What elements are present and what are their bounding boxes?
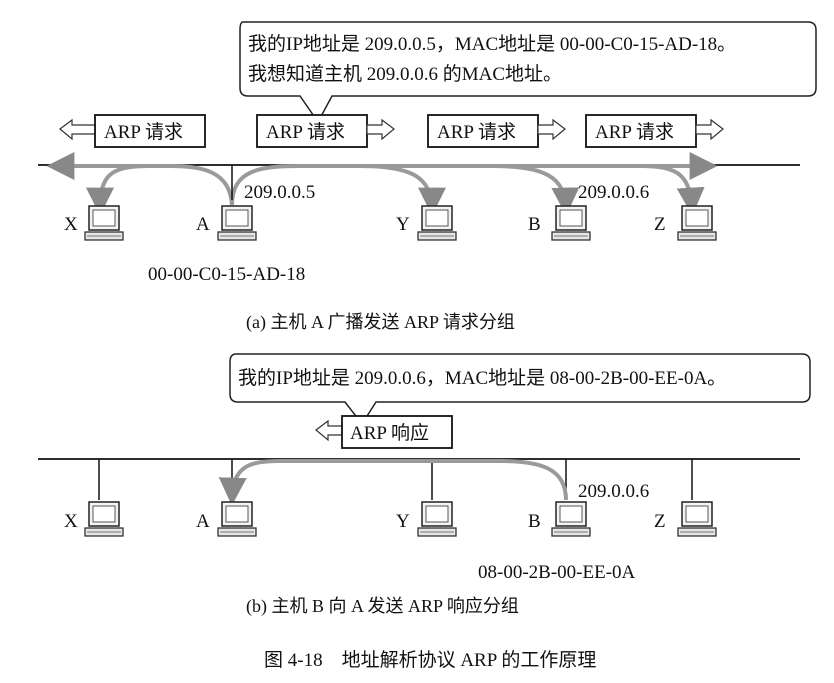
host-label-a-b: A (196, 511, 210, 532)
figure-caption: 图 4-18 地址解析协议 ARP 的工作原理 (264, 649, 596, 671)
request-bubble-line1: 我的IP地址是 209.0.0.5，MAC地址是 00-00-C0-15-AD-… (248, 33, 736, 55)
host-z-b (677, 501, 717, 537)
arp-request-label-2: ARP 请求 (266, 121, 345, 143)
host-label-z-b: Z (654, 511, 666, 532)
reply-bubble-line: 我的IP地址是 209.0.0.6，MAC地址是 08-00-2B-00-EE-… (238, 367, 726, 389)
host-label-a: A (196, 214, 210, 235)
arp-request-box-2: ARP 请求 (256, 114, 395, 148)
host-a-a (217, 205, 257, 241)
host-label-x-b: X (64, 511, 78, 532)
panel-b: 我的IP地址是 209.0.0.6，MAC地址是 08-00-2B-00-EE-… (38, 353, 811, 617)
host-label-x: X (64, 214, 78, 235)
mac-label-a: 00-00-C0-15-AD-18 (148, 264, 305, 285)
host-y-a (417, 205, 457, 241)
request-bubble-line2: 我想知道主机 209.0.0.6 的MAC地址。 (248, 63, 562, 85)
host-b-a (551, 205, 591, 241)
host-label-y: Y (396, 214, 410, 235)
arp-reply-box: ARP 响应 (315, 415, 453, 449)
caption-a: (a) 主机 A 广播发送 ARP 请求分组 (246, 312, 515, 333)
broadcast-arrows (46, 152, 718, 216)
reply-arrow (218, 459, 568, 506)
host-z-a (677, 205, 717, 241)
caption-b: (b) 主机 B 向 A 发送 ARP 响应分组 (246, 596, 519, 617)
panel-a: 我的IP地址是 209.0.0.5，MAC地址是 00-00-C0-15-AD-… (38, 21, 817, 333)
request-speech-bubble (239, 21, 817, 124)
host-a-b (217, 501, 257, 537)
arp-request-label-3: ARP 请求 (437, 121, 516, 143)
host-label-z: Z (654, 214, 666, 235)
arp-request-box-1: ARP 请求 (59, 114, 206, 148)
host-label-b-b: B (528, 511, 541, 532)
arp-request-box-3: ARP 请求 (427, 114, 566, 148)
arp-request-label-1: ARP 请求 (104, 121, 183, 143)
host-b-b (551, 501, 591, 537)
host-label-b: B (528, 214, 541, 235)
mac-label-b: 08-00-2B-00-EE-0A (478, 562, 636, 583)
reply-speech-bubble (229, 353, 811, 426)
arp-request-box-4: ARP 请求 (585, 114, 724, 148)
ip-label-a: 209.0.0.5 (244, 182, 315, 203)
host-x-a (84, 205, 124, 241)
host-label-y-b: Y (396, 511, 410, 532)
arp-request-label-4: ARP 请求 (595, 121, 674, 143)
ip-label-b-b: 209.0.0.6 (578, 481, 649, 502)
host-x-b (84, 501, 124, 537)
host-y-b (417, 501, 457, 537)
ip-label-b: 209.0.0.6 (578, 182, 649, 203)
arp-reply-label: ARP 响应 (350, 422, 429, 444)
